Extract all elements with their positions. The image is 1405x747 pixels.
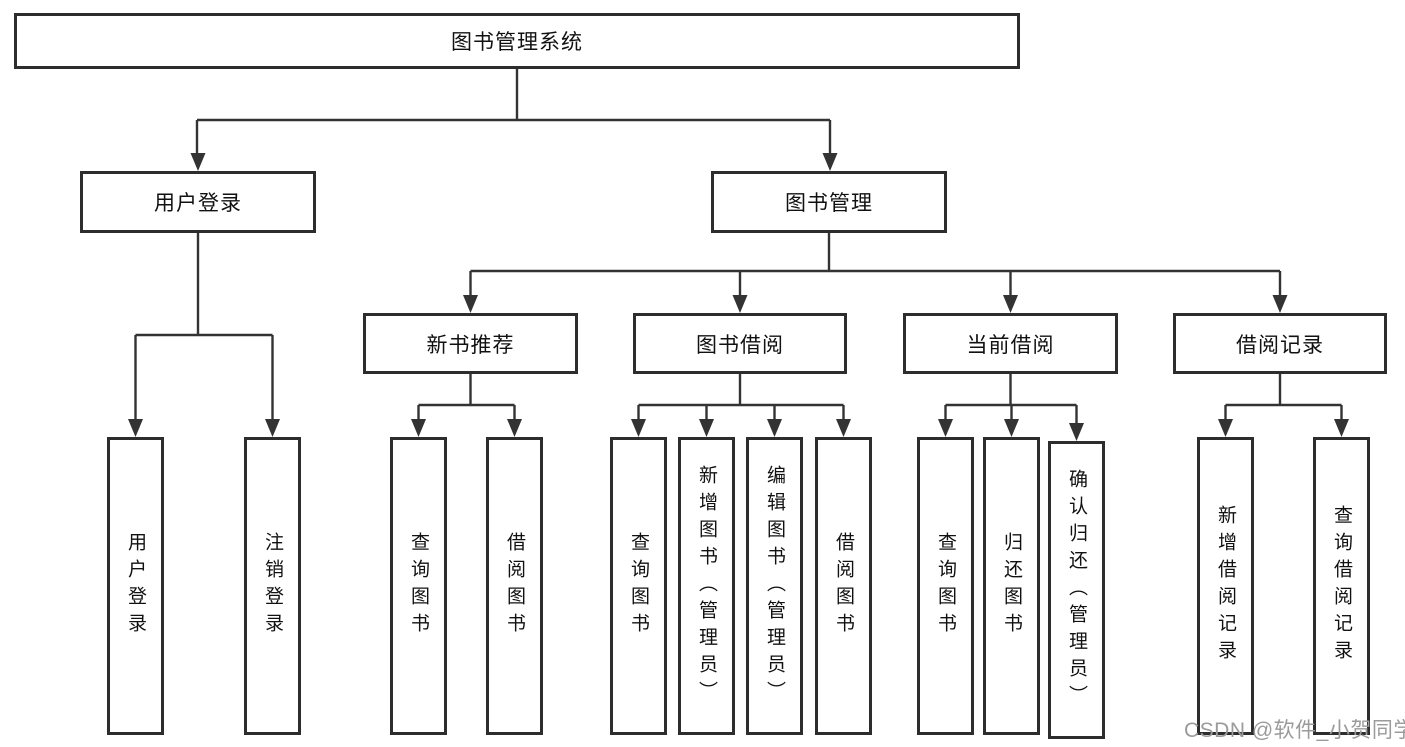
leaf-query-books-recommend: 查询图书 [390, 437, 447, 735]
leaf-return-books: 归还图书 [983, 437, 1040, 735]
leaf-label: 查询图书 [628, 532, 649, 640]
leaf-query-books-borrow: 查询图书 [610, 437, 667, 735]
node-borrowing-records: 借阅记录 [1173, 313, 1387, 374]
node-label: 用户登录 [154, 192, 242, 215]
arrowhead-icons [128, 153, 1349, 441]
leaf-add-books-admin: 新增图书（管理员） [678, 437, 735, 735]
leaf-label: 查询图书 [935, 532, 956, 640]
leaf-label: 查询图书 [408, 532, 429, 640]
leaf-label: 注销登录 [262, 532, 283, 640]
leaf-label: 归还图书 [1001, 532, 1022, 640]
leaf-label: 借阅图书 [833, 532, 854, 640]
node-label: 图书管理系统 [451, 31, 583, 54]
node-library-management-system: 图书管理系统 [14, 13, 1020, 69]
node-current-borrowing: 当前借阅 [903, 313, 1118, 374]
leaf-borrow-books: 借阅图书 [815, 437, 872, 735]
leaf-label: 新增借阅记录 [1215, 505, 1236, 667]
leaf-label: 用户登录 [125, 532, 146, 640]
leaf-logout: 注销登录 [244, 437, 301, 735]
leaf-label: 确认归还（管理员） [1066, 468, 1087, 712]
node-label: 图书管理 [785, 192, 873, 215]
node-label: 新书推荐 [426, 333, 515, 357]
leaf-confirm-return-admin: 确认归还（管理员） [1048, 441, 1105, 739]
node-user-login: 用户登录 [80, 171, 316, 233]
leaf-add-borrow-record: 新增借阅记录 [1197, 437, 1254, 735]
leaf-label: 编辑图书（管理员） [764, 464, 785, 708]
leaf-query-books-current: 查询图书 [917, 437, 974, 735]
node-new-book-recommend: 新书推荐 [363, 313, 578, 374]
node-book-management: 图书管理 [711, 171, 947, 233]
leaf-borrow-books-recommend: 借阅图书 [486, 437, 543, 735]
leaf-user-login: 用户登录 [107, 437, 164, 735]
connector-segments [134, 69, 1343, 424]
leaf-edit-books-admin: 编辑图书（管理员） [746, 437, 803, 735]
leaf-label: 借阅图书 [504, 532, 525, 640]
node-label: 当前借阅 [966, 333, 1055, 357]
leaf-label: 查询借阅记录 [1331, 505, 1352, 667]
node-label: 图书借阅 [696, 333, 784, 357]
node-label: 借阅记录 [1236, 333, 1324, 357]
node-book-borrowing: 图书借阅 [633, 313, 847, 374]
watermark: CSDN @软件_小贺同学 [1184, 719, 1405, 742]
leaf-label: 新增图书（管理员） [696, 464, 717, 708]
leaf-query-borrow-record: 查询借阅记录 [1313, 437, 1370, 735]
